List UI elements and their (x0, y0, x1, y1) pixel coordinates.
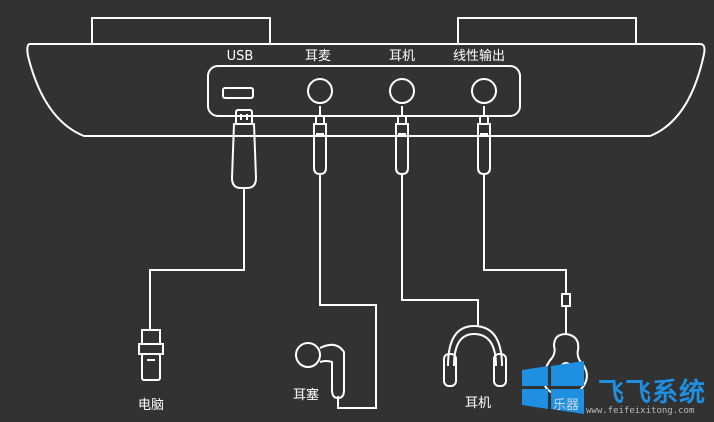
watermark: 飞飞系统 www.feifeixitong.com (520, 364, 710, 420)
windows-logo-icon (522, 361, 584, 414)
usb-cable (149, 109, 258, 330)
earphone-label: 耳塞 (292, 388, 320, 403)
line-out-plug (477, 106, 567, 294)
headphone-plug (395, 106, 479, 326)
device-top-left-block (91, 17, 271, 44)
device-body (26, 43, 706, 137)
mic-port-label: 耳麦 (304, 49, 332, 64)
watermark-title: 飞飞系统 (598, 378, 707, 408)
headphone-port-label: 耳机 (388, 49, 416, 64)
device-top-right-block (457, 17, 637, 44)
usb-port-label: USB (226, 49, 254, 64)
usb-a-connector (138, 329, 164, 381)
headphones (443, 324, 507, 387)
usb-port (222, 87, 254, 99)
mic-plug (313, 106, 377, 409)
line-out-jack (471, 78, 497, 104)
watermark-url: www.feifeixitong.com (586, 406, 695, 416)
instrument-label: 乐器 (552, 398, 580, 413)
port-panel (207, 65, 521, 117)
mic-jack (307, 78, 333, 104)
headphone-jack (389, 78, 415, 104)
line-out-port-label: 线性输出 (452, 49, 506, 64)
headphones-label: 耳机 (464, 396, 492, 411)
earbud (295, 342, 345, 400)
computer-label: 电脑 (137, 398, 165, 413)
